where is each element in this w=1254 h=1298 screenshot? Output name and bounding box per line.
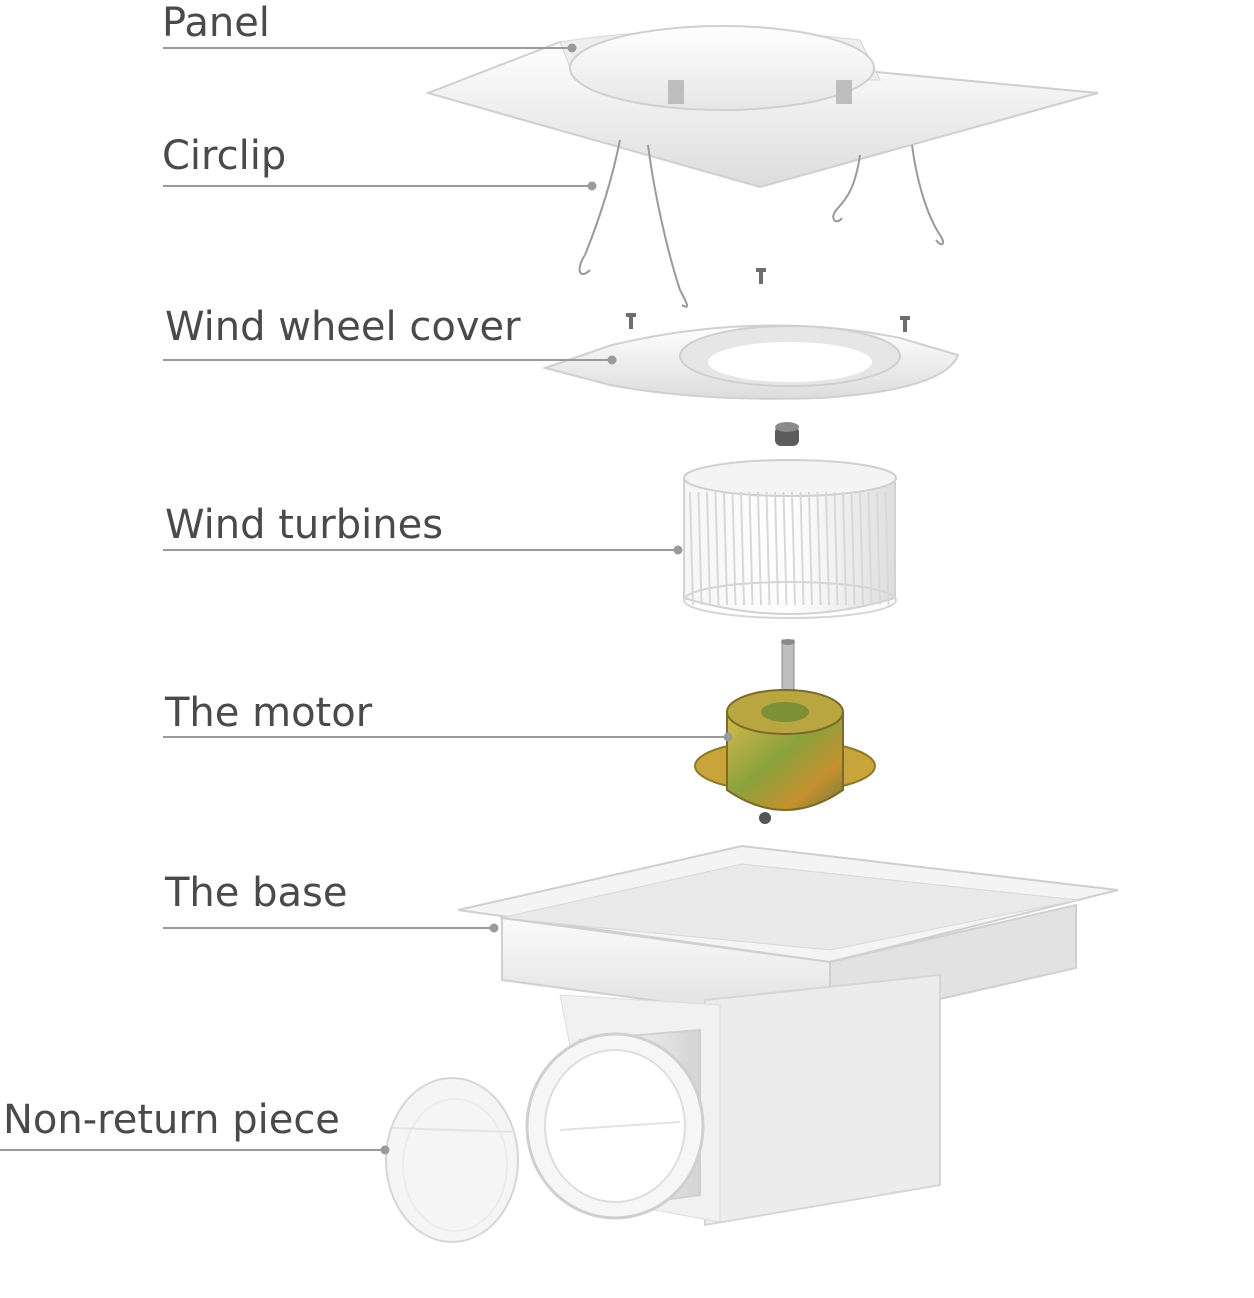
label-non-return-piece: Non-return piece bbox=[3, 1097, 340, 1143]
turbine-blade bbox=[757, 491, 762, 606]
turbine-blade bbox=[731, 491, 737, 606]
turbine-blade bbox=[706, 491, 711, 606]
panel-part bbox=[424, 25, 1099, 189]
turbine-blade bbox=[867, 491, 873, 606]
turbine-blade bbox=[748, 491, 754, 606]
wind-turbines-part bbox=[683, 459, 897, 619]
turbine-blade bbox=[791, 491, 796, 606]
turbine-blade bbox=[884, 491, 890, 606]
base-part bbox=[457, 844, 1119, 1227]
turbine-blade bbox=[825, 491, 830, 606]
label-motor: The motor bbox=[165, 690, 373, 736]
turbine-blade bbox=[765, 491, 771, 606]
turbine-blade bbox=[799, 491, 805, 606]
label-base: The base bbox=[165, 870, 348, 916]
screw-part bbox=[626, 268, 910, 332]
leader-lines bbox=[0, 43, 733, 1155]
turbine-blade bbox=[842, 491, 847, 606]
wind-wheel-cover-part bbox=[541, 324, 960, 400]
turbine-blade bbox=[833, 491, 839, 606]
label-panel: Panel bbox=[162, 0, 270, 46]
turbine-blade bbox=[876, 491, 881, 606]
label-wind-wheel-cover: Wind wheel cover bbox=[165, 304, 521, 350]
turbine-blade bbox=[740, 491, 745, 606]
label-wind-turbines: Wind turbines bbox=[165, 502, 444, 548]
turbine-blade bbox=[782, 491, 788, 606]
turbine-blade bbox=[808, 491, 813, 606]
non-return-piece-part bbox=[385, 1077, 519, 1243]
circlip-part bbox=[578, 139, 944, 308]
label-circlip: Circlip bbox=[162, 133, 287, 179]
turbine-blade bbox=[816, 491, 822, 606]
motor-part bbox=[694, 639, 876, 824]
turbine-blade bbox=[697, 491, 703, 606]
turbine-blade bbox=[774, 491, 779, 606]
turbine-blade bbox=[689, 491, 694, 606]
nut-part bbox=[775, 422, 799, 446]
